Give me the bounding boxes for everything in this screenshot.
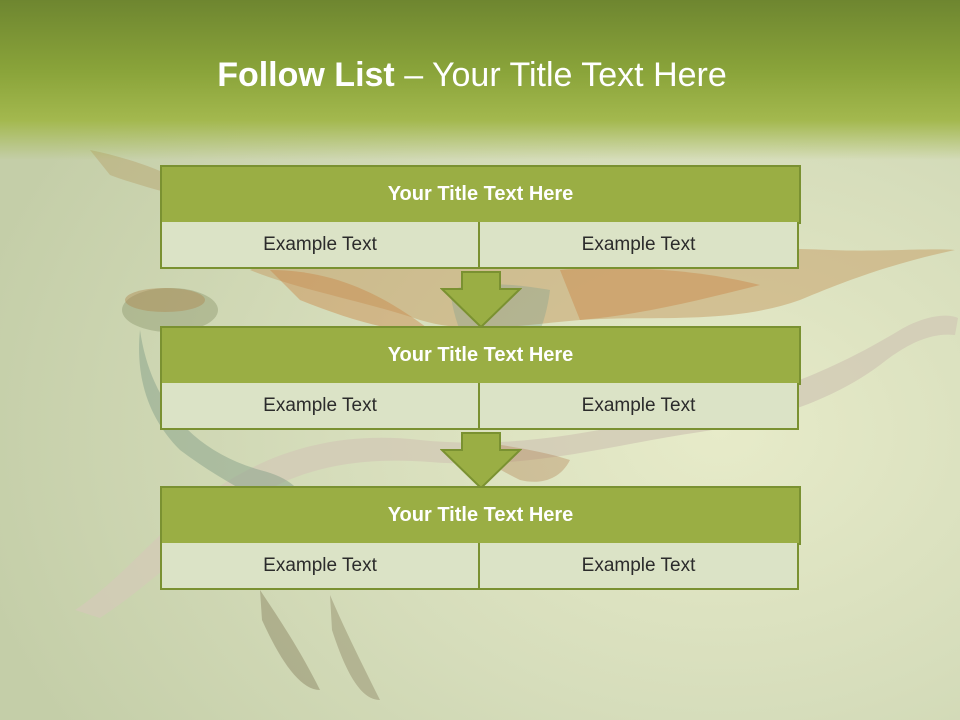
title-band xyxy=(0,0,960,160)
block-row: Example Text Example Text xyxy=(160,222,801,271)
block-cell-right: Example Text xyxy=(480,543,799,590)
block-cell-left: Example Text xyxy=(160,383,480,430)
block-cell-left: Example Text xyxy=(160,543,480,590)
down-arrow-icon xyxy=(440,432,522,490)
slide-title: Follow List – Your Title Text Here xyxy=(0,52,944,98)
block-cell-right: Example Text xyxy=(480,222,799,269)
block-title: Your Title Text Here xyxy=(160,486,801,545)
block-cell-right: Example Text xyxy=(480,383,799,430)
block-row: Example Text Example Text xyxy=(160,543,801,592)
slide-title-bold: Follow List xyxy=(217,56,395,94)
down-arrow-icon xyxy=(440,271,522,329)
block-title: Your Title Text Here xyxy=(160,165,801,224)
block-title: Your Title Text Here xyxy=(160,326,801,385)
slide-title-rest: – Your Title Text Here xyxy=(404,56,727,94)
block-cell-left: Example Text xyxy=(160,222,480,269)
block-row: Example Text Example Text xyxy=(160,383,801,432)
